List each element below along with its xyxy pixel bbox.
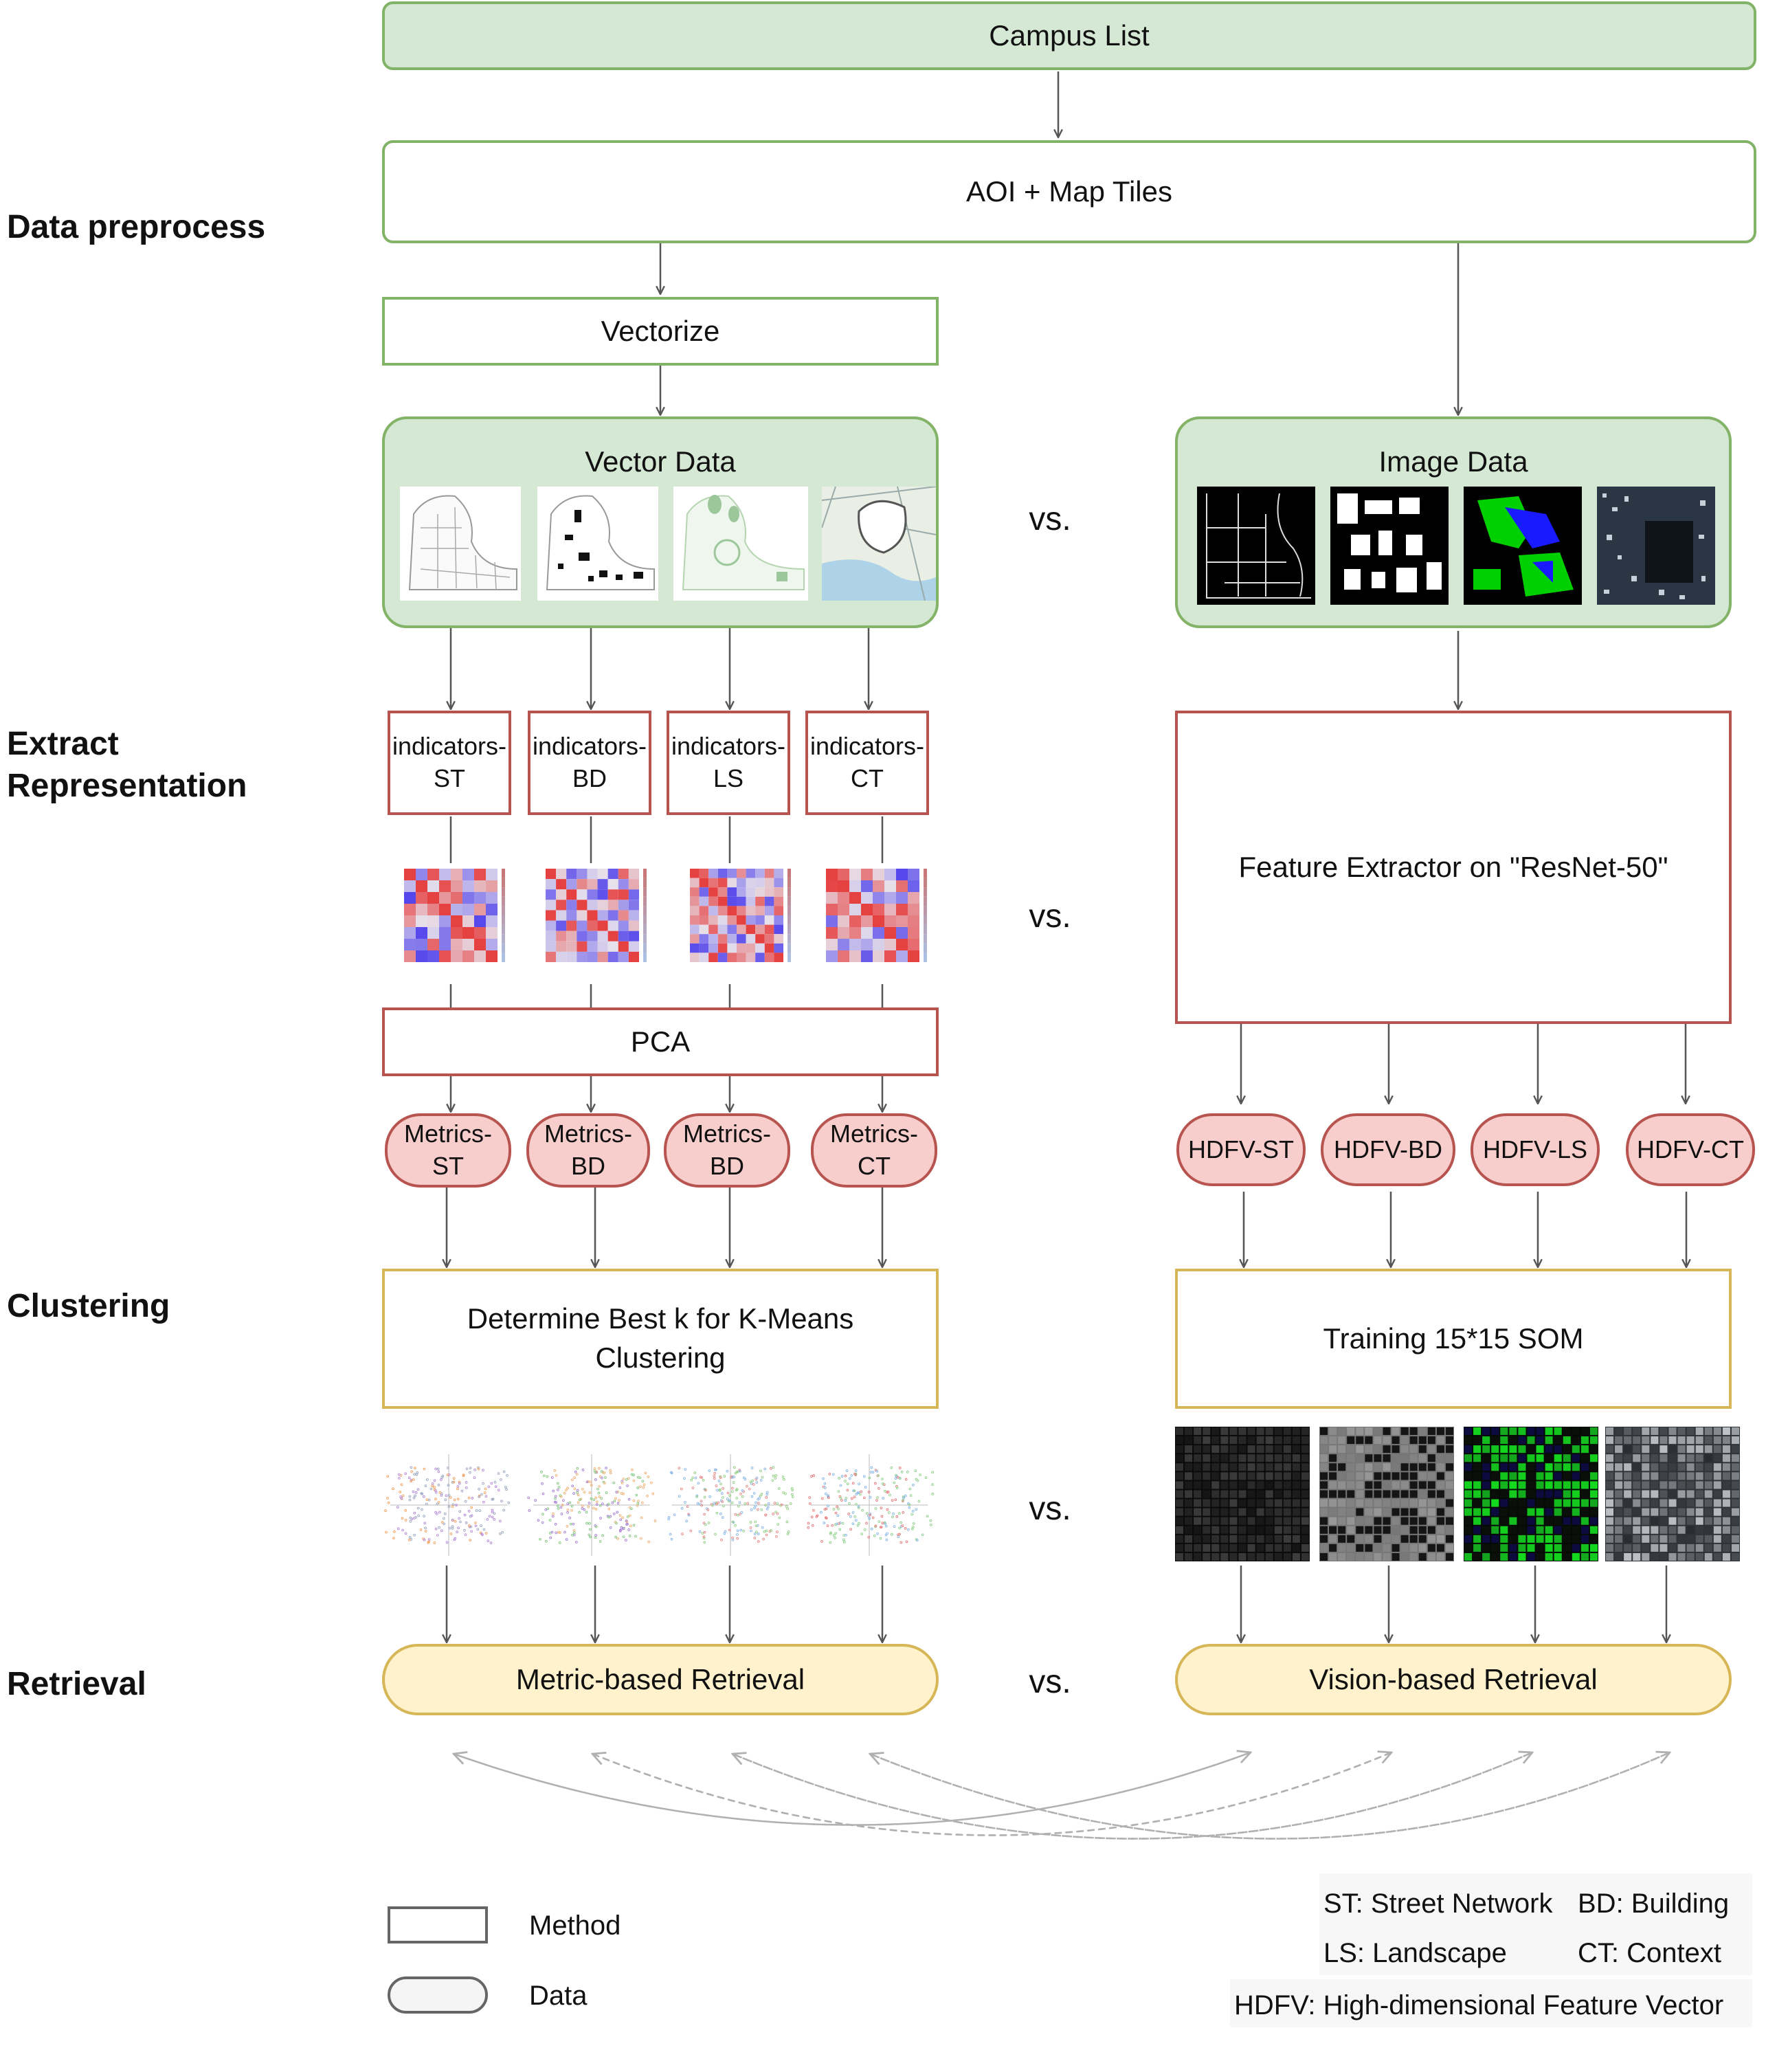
vs-label-representation: vs. bbox=[1029, 898, 1071, 935]
som-grid-context bbox=[1605, 1427, 1740, 1561]
image-data-label: Image Data bbox=[1378, 445, 1528, 478]
vs-label-data: vs. bbox=[1029, 501, 1071, 537]
vectorize-node: Vectorize bbox=[382, 297, 939, 366]
metric-retrieval-label: Metric-based Retrieval bbox=[515, 1662, 805, 1695]
vs-label-clustering: vs. bbox=[1029, 1491, 1071, 1527]
metrics-ls-line2: BD bbox=[709, 1152, 744, 1180]
cluster-scatter-st bbox=[383, 1450, 514, 1560]
hdfv-st-node: HDFV-ST bbox=[1176, 1113, 1306, 1186]
som-training-label: Training 15*15 SOM bbox=[1323, 1322, 1584, 1355]
indicators-ct-line2: CT bbox=[851, 764, 884, 792]
cluster-scatter-bd bbox=[526, 1450, 657, 1560]
stage-label-extract-line1: Extract bbox=[7, 726, 119, 762]
metrics-st-line1: Metrics- bbox=[404, 1119, 492, 1148]
indicators-bd-line1: indicators- bbox=[532, 732, 647, 761]
indicators-bd-node: indicators- BD bbox=[528, 711, 651, 815]
campus-list-label: Campus List bbox=[989, 19, 1150, 52]
indicators-ct-line1: indicators- bbox=[809, 732, 925, 761]
legend-ct: CT: Context bbox=[1578, 1938, 1721, 1968]
vision-retrieval-label: Vision-based Retrieval bbox=[1309, 1662, 1598, 1695]
vector-thumbnail-landscape bbox=[673, 487, 808, 601]
indicators-ls-line1: indicators- bbox=[671, 732, 786, 761]
image-data-node: Image Data bbox=[1175, 416, 1732, 628]
metrics-st-line2: ST bbox=[432, 1152, 464, 1180]
hdfv-ls-node: HDFV-LS bbox=[1471, 1113, 1600, 1186]
metrics-ct-line1: Metrics- bbox=[830, 1119, 918, 1148]
indicators-ct-node: indicators- CT bbox=[805, 711, 929, 815]
vector-data-node: Vector Data bbox=[382, 416, 939, 628]
vector-thumbnail-street-network bbox=[400, 487, 521, 601]
feature-extractor-node: Feature Extractor on "ResNet-50" bbox=[1175, 711, 1732, 1024]
hdfv-bd-node: HDFV-BD bbox=[1321, 1113, 1455, 1186]
indicators-st-node: indicators- ST bbox=[388, 711, 511, 815]
legend-method-label: Method bbox=[529, 1911, 621, 1941]
vector-thumbnail-building bbox=[537, 487, 658, 601]
vs-label-retrieval: vs. bbox=[1029, 1664, 1071, 1700]
correlation-heatmap-st bbox=[385, 863, 515, 984]
vector-data-label: Vector Data bbox=[585, 445, 736, 478]
hdfv-ct-node: HDFV-CT bbox=[1626, 1113, 1755, 1186]
aoi-map-tiles-label: AOI + Map Tiles bbox=[966, 175, 1172, 208]
indicators-st-line1: indicators- bbox=[392, 732, 507, 761]
correlation-heatmap-ct bbox=[807, 863, 940, 984]
stage-label-retrieval: Retrieval bbox=[7, 1666, 146, 1702]
kmeans-label-line1: Determine Best k for K-Means bbox=[467, 1302, 854, 1335]
image-thumbnail-landscape bbox=[1464, 487, 1582, 605]
metrics-ct-line2: CT bbox=[858, 1152, 891, 1180]
legend-data-label: Data bbox=[529, 1981, 588, 2011]
metrics-bd-line1: Metrics- bbox=[544, 1119, 632, 1148]
cross-comparison-arrows bbox=[454, 1752, 1670, 1840]
legend-hdfv: HDFV: High-dimensional Feature Vector bbox=[1234, 1990, 1724, 2020]
indicators-st-line2: ST bbox=[433, 764, 465, 792]
metrics-ls-line1: Metrics- bbox=[683, 1119, 771, 1148]
indicators-bd-line2: BD bbox=[572, 764, 607, 792]
cluster-scatter-ct bbox=[804, 1450, 935, 1560]
metrics-ct-node: Metrics- CT bbox=[811, 1113, 937, 1188]
legend-data-swatch bbox=[388, 1976, 488, 2014]
legend-method-swatch bbox=[388, 1906, 488, 1943]
metrics-bd-node: Metrics- BD bbox=[526, 1113, 650, 1188]
metrics-ls-node: Metrics- BD bbox=[664, 1113, 790, 1188]
legend-abbreviations-panel bbox=[1319, 1873, 1752, 1975]
hdfv-ls-label: HDFV-LS bbox=[1482, 1135, 1588, 1163]
som-grid-landscape bbox=[1464, 1427, 1598, 1561]
campus-list-node: Campus List bbox=[382, 1, 1756, 70]
legend-bd: BD: Building bbox=[1578, 1889, 1730, 1919]
pca-label: PCA bbox=[630, 1025, 691, 1058]
metrics-bd-line2: BD bbox=[570, 1152, 605, 1180]
legend-st: ST: Street Network bbox=[1323, 1889, 1553, 1919]
cluster-scatter-ls bbox=[665, 1450, 796, 1560]
som-training-node: Training 15*15 SOM bbox=[1175, 1269, 1732, 1409]
correlation-heatmap-bd bbox=[526, 863, 657, 984]
legend-hdfv-panel bbox=[1230, 1979, 1752, 2027]
hdfv-ct-label: HDFV-CT bbox=[1637, 1135, 1744, 1163]
aoi-map-tiles-node: AOI + Map Tiles bbox=[382, 140, 1756, 243]
indicators-ls-node: indicators- LS bbox=[667, 711, 790, 815]
pca-node: PCA bbox=[382, 1007, 939, 1076]
image-thumbnail-context bbox=[1597, 487, 1715, 605]
image-thumbnail-street-network bbox=[1197, 487, 1315, 605]
stage-label-extract-representation: Extract Representation bbox=[7, 723, 247, 807]
correlation-heatmap-ls bbox=[671, 863, 804, 984]
hdfv-st-label: HDFV-ST bbox=[1187, 1135, 1294, 1163]
metric-retrieval-node: Metric-based Retrieval bbox=[382, 1644, 939, 1715]
legend-ls: LS: Landscape bbox=[1323, 1938, 1507, 1968]
som-grid-building bbox=[1319, 1427, 1454, 1561]
vector-thumbnail-context bbox=[822, 487, 936, 601]
stage-label-data-preprocess: Data preprocess bbox=[7, 209, 266, 245]
stage-label-clustering: Clustering bbox=[7, 1288, 170, 1324]
feature-extractor-label: Feature Extractor on "ResNet-50" bbox=[1238, 850, 1668, 883]
som-grid-street-network bbox=[1175, 1427, 1310, 1561]
stage-label-extract-line2: Representation bbox=[7, 768, 247, 805]
metrics-st-node: Metrics- ST bbox=[385, 1113, 511, 1188]
kmeans-label-line2: Clustering bbox=[595, 1341, 726, 1374]
image-thumbnail-building bbox=[1330, 487, 1449, 605]
hdfv-bd-label: HDFV-BD bbox=[1333, 1135, 1442, 1163]
indicators-ls-line2: LS bbox=[713, 764, 744, 792]
vision-retrieval-node: Vision-based Retrieval bbox=[1175, 1644, 1732, 1715]
vectorize-label: Vectorize bbox=[601, 314, 720, 347]
